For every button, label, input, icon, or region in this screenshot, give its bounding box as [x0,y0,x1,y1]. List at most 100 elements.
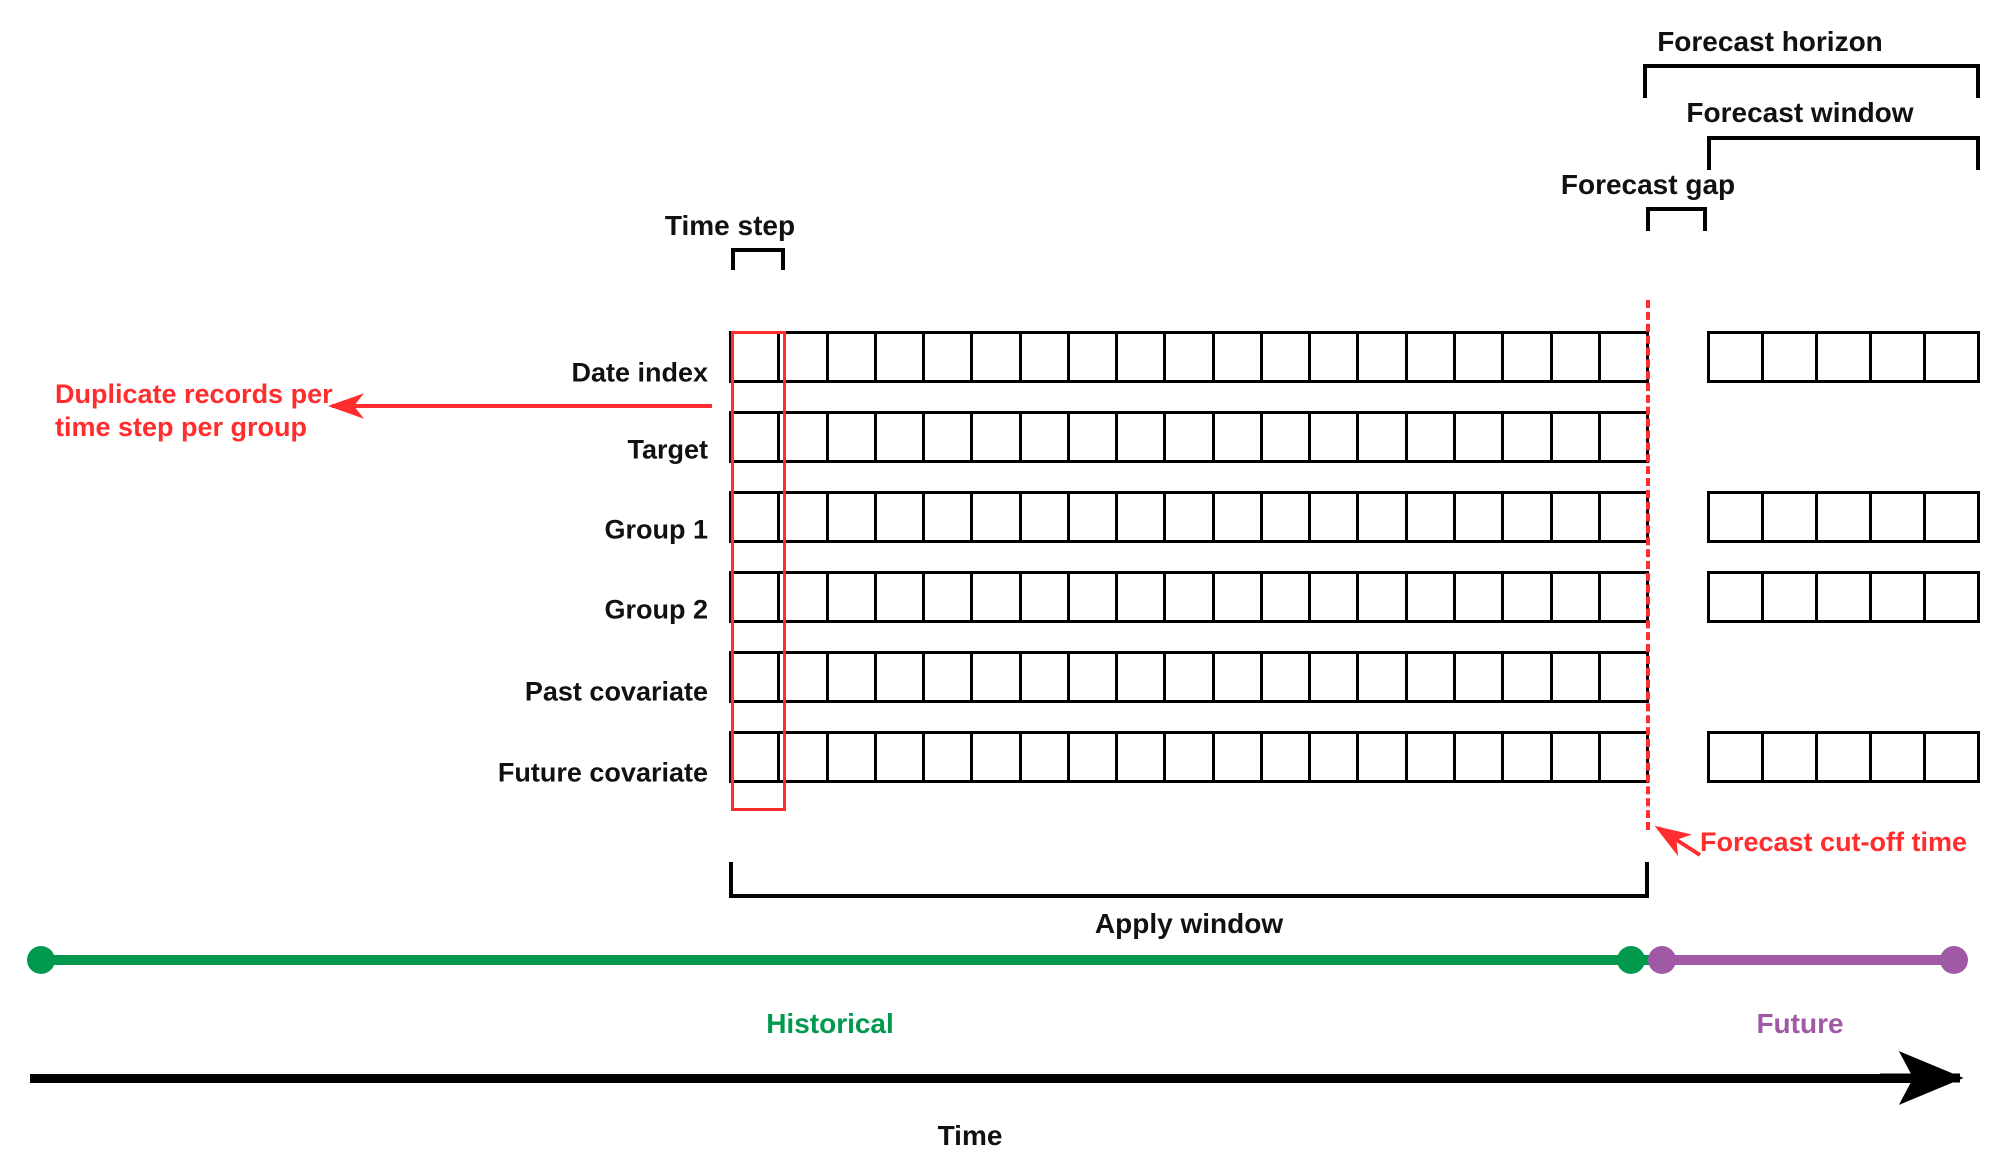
grid-cell [1601,494,1646,540]
grid-cell [1408,334,1456,380]
grid-cell [780,334,829,380]
timeline-future-label: Future [1756,1008,1844,1039]
forecast-horizon-bracket [1643,64,1980,98]
grid-cell [1553,574,1601,620]
grid-row-future [1707,491,1980,543]
grid-row-history [729,571,1649,623]
time-axis-line [30,1074,1945,1083]
grid-cell [1166,574,1215,620]
grid-cell [1215,654,1263,700]
grid-cell [1311,574,1360,620]
grid-cell [925,654,974,700]
row-label-date-index: Date index [571,357,708,388]
grid-cell [877,334,926,380]
grid-cell [1118,414,1167,460]
grid-cell [829,734,877,780]
grid-cell [829,654,877,700]
grid-cell [1022,334,1070,380]
grid-cell [1022,574,1070,620]
grid-cell [1872,574,1926,620]
row-label-group-1: Group 1 [604,514,708,545]
time-step-bracket [731,248,785,270]
grid-cell [1504,734,1553,780]
grid-cell [1166,734,1215,780]
grid-cell [1710,334,1764,380]
forecast-cutoff-arrow [1654,825,1702,857]
grid-cell [973,494,1022,540]
grid-cell [1764,574,1818,620]
grid-cell [1553,734,1601,780]
grid-cell [973,574,1022,620]
grid-row-history [729,491,1649,543]
grid-cell [732,334,781,380]
grid-cell [1408,574,1456,620]
grid-cell [1311,494,1360,540]
grid-row-history [729,331,1649,383]
grid-cell [1359,654,1408,700]
timeline-historical-segment [40,955,1660,965]
grid-cell [1359,574,1408,620]
grid-cell [1311,734,1360,780]
forecast-gap-caption: Forecast gap [1560,169,1736,200]
apply-window-caption: Apply window [1094,908,1284,939]
grid-cell [1456,334,1505,380]
row-label-future-covariate: Future covariate [497,757,708,788]
grid-cell [1359,414,1408,460]
grid-cell [1601,574,1646,620]
timeline-historical-start-dot [27,946,55,974]
grid-cell [877,494,926,540]
grid-cell [1553,414,1601,460]
grid-cell [1710,574,1764,620]
grid-cell [973,734,1022,780]
grid-cell [1504,494,1553,540]
grid-cell [1166,494,1215,540]
grid-cell [1070,414,1119,460]
grid-cell [1504,574,1553,620]
grid-cell [1215,734,1263,780]
grid-cell [1118,334,1167,380]
grid-cell [1872,734,1926,780]
grid-row-future [1707,731,1980,783]
grid-cell [1118,734,1167,780]
forecast-horizon-caption: Forecast horizon [1657,26,1883,57]
grid-cell [1263,734,1312,780]
grid-cell [1118,654,1167,700]
grid-cell [1710,734,1764,780]
grid-cell [1311,654,1360,700]
grid-cell [1553,654,1601,700]
apply-window-bracket [729,862,1649,898]
grid-cell [1166,334,1215,380]
grid-cell [780,414,829,460]
grid-cell [1818,494,1872,540]
grid-cell [973,654,1022,700]
timeline-future-start-dot [1648,946,1676,974]
forecast-gap-bracket [1646,207,1707,231]
timeline-historical-label: Historical [766,1008,894,1039]
grid-cell [1872,494,1926,540]
row-label-target: Target [627,434,708,465]
grid-cell [1456,574,1505,620]
grid-cell [1022,494,1070,540]
grid-row-future [1707,571,1980,623]
grid-cell [1070,494,1119,540]
timeline-future-end-dot [1940,946,1968,974]
grid-cell [1456,494,1505,540]
duplicate-records-annotation: Duplicate records per time step per grou… [55,379,333,442]
grid-cell [732,574,781,620]
grid-cell [1070,334,1119,380]
grid-cell [1504,654,1553,700]
grid-row-future [1707,331,1980,383]
grid-row-history [729,651,1649,703]
timeline-historical-end-dot [1617,946,1645,974]
grid-cell [1070,574,1119,620]
grid-cell [1359,334,1408,380]
row-label-group-2: Group 2 [604,594,708,625]
grid-cell [1764,494,1818,540]
grid-cell [780,734,829,780]
grid-cell [1764,734,1818,780]
grid-cell [780,494,829,540]
grid-cell [877,574,926,620]
grid-cell [1070,734,1119,780]
grid-cell [1408,494,1456,540]
